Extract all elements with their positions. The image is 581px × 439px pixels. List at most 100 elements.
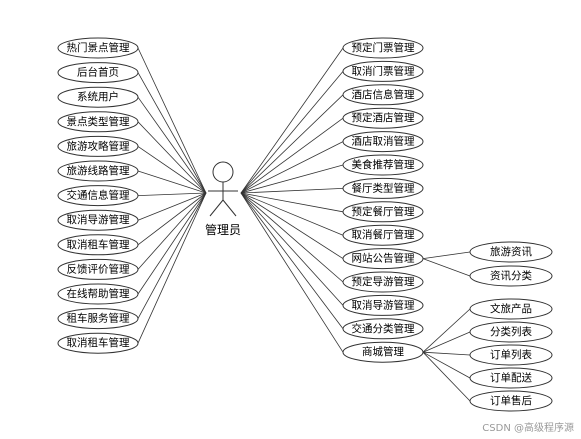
association-line: [240, 117, 344, 194]
use-case-ellipse: [342, 60, 424, 82]
use-case-right-0: 预定门票管理: [342, 37, 424, 59]
association-line: [240, 188, 344, 194]
association-line: [137, 192, 207, 196]
use-case-right-1: 取消门票管理: [342, 60, 424, 82]
use-case-label: 景点类型管理: [67, 115, 130, 128]
use-case-label: 租车服务管理: [67, 312, 130, 325]
use-case-label: 在线帮助管理: [67, 287, 130, 300]
actor-admin: 管理员: [205, 161, 241, 237]
use-case-label: 文旅产品: [490, 302, 532, 315]
use-case-ellipse: [469, 344, 553, 366]
use-case-ellipse: [57, 209, 139, 231]
use-case-right-3: 预定酒店管理: [342, 107, 424, 129]
association-line: [240, 141, 344, 194]
use-case-ellipse: [57, 37, 139, 59]
use-case-ellipse: [469, 241, 553, 263]
association-line: [137, 192, 207, 344]
use-case-left-6: 交通信息管理: [57, 185, 139, 207]
use-case-left-8: 取消租车管理: [57, 234, 139, 256]
use-case-label: 订单售后: [490, 394, 532, 407]
use-case-label: 酒店取消管理: [352, 135, 415, 148]
use-case-label: 订单配送: [490, 371, 532, 384]
use-case-right-13: 商城管理: [342, 341, 424, 363]
use-case-label: 预定门票管理: [352, 41, 415, 54]
association-line: [137, 72, 207, 194]
use-case-ellipse: [57, 258, 139, 280]
use-case-label: 分类列表: [490, 325, 532, 338]
use-case-ellipse: [342, 154, 424, 176]
actor-head: [212, 161, 234, 183]
use-case-label: 预定餐厅管理: [352, 205, 415, 218]
use-case-left-12: 取消租车管理: [57, 332, 139, 354]
use-case-right-7: 预定餐厅管理: [342, 201, 424, 223]
use-case-ellipse: [342, 341, 424, 363]
use-case-ellipse: [57, 234, 139, 256]
use-case-label: 资讯分类: [490, 269, 532, 282]
use-case-label: 取消门票管理: [352, 64, 415, 77]
use-case-sub-mall-0: 文旅产品: [469, 298, 553, 320]
include-line: [422, 251, 471, 259]
use-case-ellipse: [342, 84, 424, 106]
use-case-label: 取消导游管理: [352, 298, 415, 311]
association-line: [240, 192, 344, 283]
use-case-ellipse: [57, 111, 139, 133]
use-case-label: 餐厅类型管理: [352, 181, 415, 194]
association-line: [240, 192, 344, 330]
use-case-ellipse: [57, 160, 139, 182]
use-case-label: 取消餐厅管理: [352, 228, 415, 241]
use-case-ellipse: [342, 201, 424, 223]
use-case-right-10: 预定导游管理: [342, 271, 424, 293]
use-case-ellipse: [342, 37, 424, 59]
use-case-label: 系统用户: [77, 90, 119, 103]
association-line: [137, 192, 207, 246]
association-line: [137, 121, 207, 194]
use-case-left-10: 在线帮助管理: [57, 283, 139, 305]
association-line: [137, 192, 207, 270]
use-case-label: 订单列表: [490, 348, 532, 361]
use-case-ellipse: [342, 177, 424, 199]
use-case-ellipse: [57, 308, 139, 330]
include-line: [422, 331, 471, 353]
use-case-left-5: 旅游线路管理: [57, 160, 139, 182]
use-case-ellipse: [57, 86, 139, 108]
association-line: [137, 96, 207, 194]
use-case-right-9: 网站公告管理: [342, 248, 424, 270]
use-case-right-12: 交通分类管理: [342, 318, 424, 340]
association-lines: [137, 47, 471, 402]
use-case-ellipse: [469, 298, 553, 320]
association-line: [240, 192, 344, 213]
use-case-ellipse: [57, 283, 139, 305]
use-case-label: 酒店信息管理: [352, 88, 415, 101]
use-case-label: 美食推荐管理: [352, 158, 415, 171]
use-case-label: 旅游攻略管理: [67, 139, 130, 152]
use-case-ellipse: [342, 107, 424, 129]
use-case-label: 交通信息管理: [67, 189, 130, 202]
use-case-label: 旅游线路管理: [67, 164, 130, 177]
association-line: [240, 192, 344, 306]
use-case-label: 取消租车管理: [67, 336, 130, 349]
use-case-ellipse: [57, 185, 139, 207]
association-line: [137, 192, 207, 221]
use-case-right-11: 取消导游管理: [342, 294, 424, 316]
use-case-left-7: 取消导游管理: [57, 209, 139, 231]
use-case-label: 热门景点管理: [67, 41, 130, 54]
use-case-label: 取消导游管理: [67, 213, 130, 226]
association-line: [137, 192, 207, 319]
association-line: [240, 192, 344, 259]
use-case-ellipse: [57, 62, 139, 84]
use-case-left-4: 旅游攻略管理: [57, 135, 139, 157]
use-case-ellipse: [469, 367, 553, 389]
use-case-right-6: 餐厅类型管理: [342, 177, 424, 199]
association-line: [137, 47, 207, 194]
include-line: [422, 308, 471, 353]
use-case-label: 网站公告管理: [352, 252, 415, 265]
use-case-label: 交通分类管理: [352, 322, 415, 335]
use-case-right-8: 取消餐厅管理: [342, 224, 424, 246]
use-case-label: 商城管理: [362, 345, 404, 358]
use-case-ellipse: [342, 318, 424, 340]
use-case-label: 旅游资讯: [490, 245, 532, 258]
include-line: [422, 258, 471, 277]
use-case-ellipse: [342, 224, 424, 246]
